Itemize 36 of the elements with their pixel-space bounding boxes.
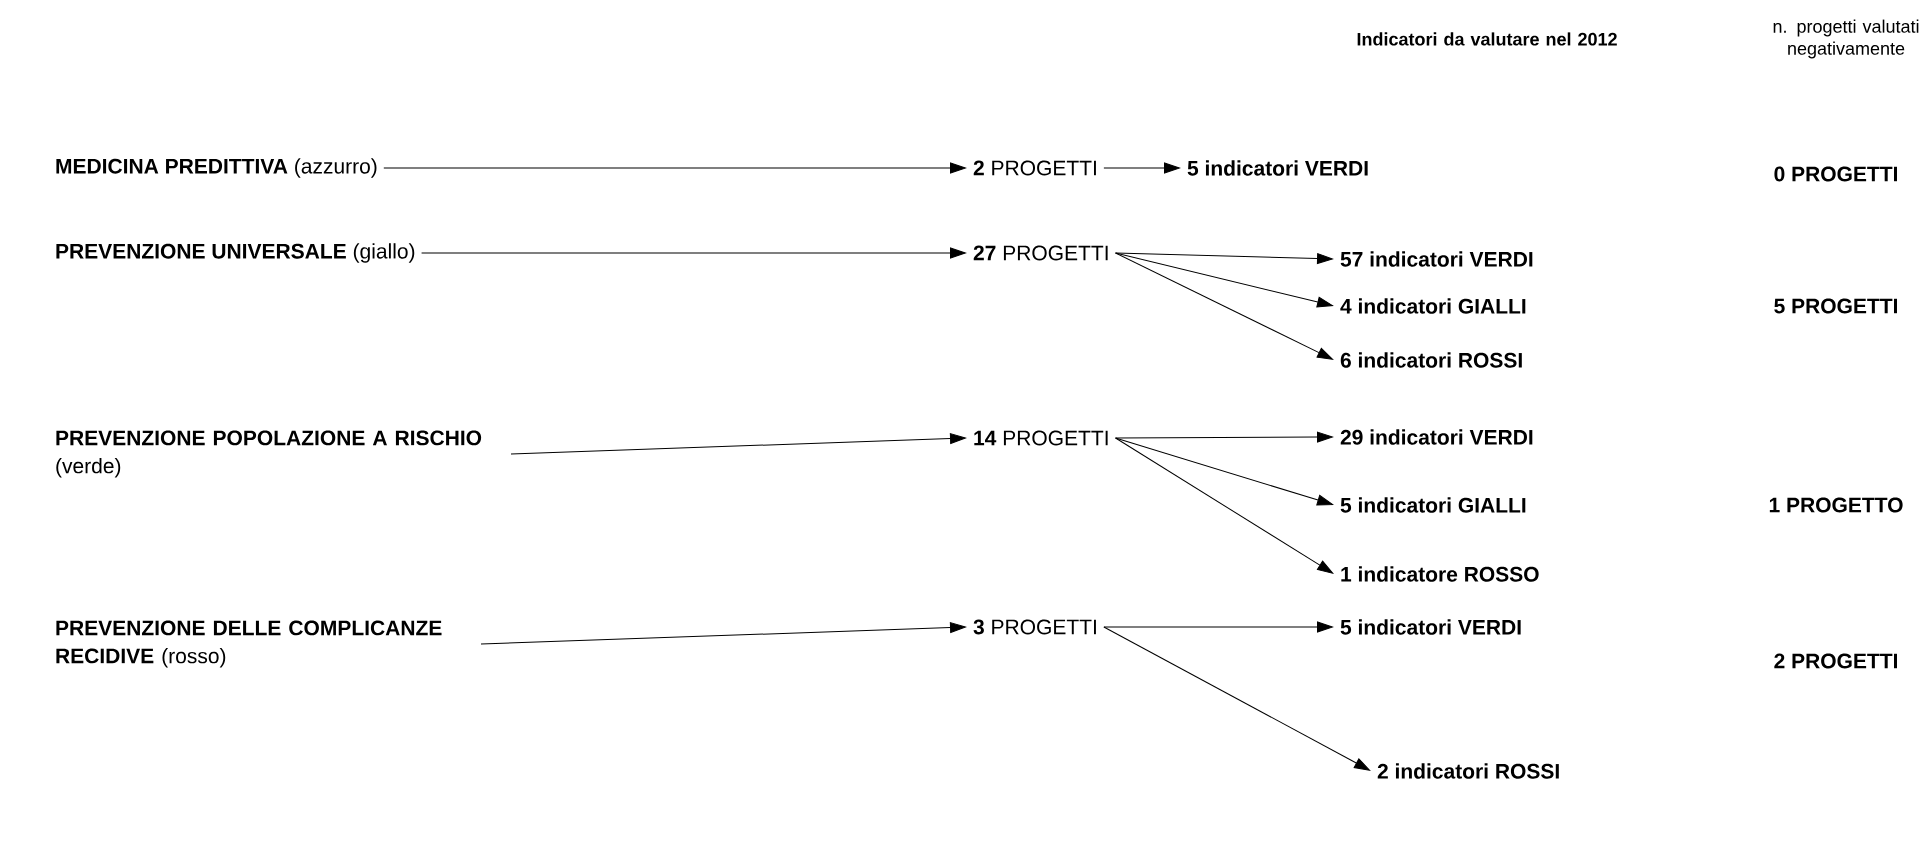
arrow [1115,437,1334,574]
arrow [421,247,966,259]
indicator-count: 4 indicatori GIALLI [1340,298,1526,314]
arrow [1103,162,1180,174]
negative-count: 0 PROGETTI [1774,166,1898,182]
arrow [480,622,966,645]
arrow [1115,252,1334,360]
indicator-count: 29 indicatori VERDI [1340,429,1533,445]
arrow [1115,252,1333,264]
category-label: PREVENZIONE UNIVERSALE (giallo) [56,243,415,263]
category-label: PREVENZIONE POPOLAZIONE A RISCHIO (verde) [56,430,482,478]
arrow [1115,431,1333,443]
arrow [383,162,966,174]
arrow [1103,621,1333,633]
indicator-count: 1 indicatore ROSSO [1341,566,1539,582]
column-header: n. progetti valutati negativamente [1773,19,1919,59]
negative-count: 1 PROGETTO [1769,497,1903,513]
indicator-count: 5 indicatori VERDI [1187,160,1368,176]
arrow [510,433,966,455]
negative-count: 2 PROGETTI [1774,653,1898,669]
arrow [1115,437,1333,506]
indicator-count: 5 indicatori VERDI [1340,619,1521,635]
indicator-count: 6 indicatori ROSSI [1340,352,1522,368]
project-count: 2 PROGETTI [973,160,1096,176]
project-count: 27 PROGETTI [973,245,1108,261]
category-label: MEDICINA PREDITTIVA (azzurro) [56,158,377,178]
arrow [1115,252,1333,308]
arrow [1103,626,1371,771]
indicator-count: 2 indicatori ROSSI [1377,763,1559,779]
negative-count: 5 PROGETTI [1774,298,1898,314]
indicator-count: 57 indicatori VERDI [1340,251,1533,267]
indicator-count: 5 indicatori GIALLI [1340,497,1526,513]
project-count: 14 PROGETTI [974,430,1108,446]
project-count: 3 PROGETTI [973,619,1096,635]
category-label: PREVENZIONE DELLE COMPLICANZE RECIDIVE (rosso) [56,620,442,668]
column-header: Indicatori da valutare nel 2012 [1357,32,1617,46]
